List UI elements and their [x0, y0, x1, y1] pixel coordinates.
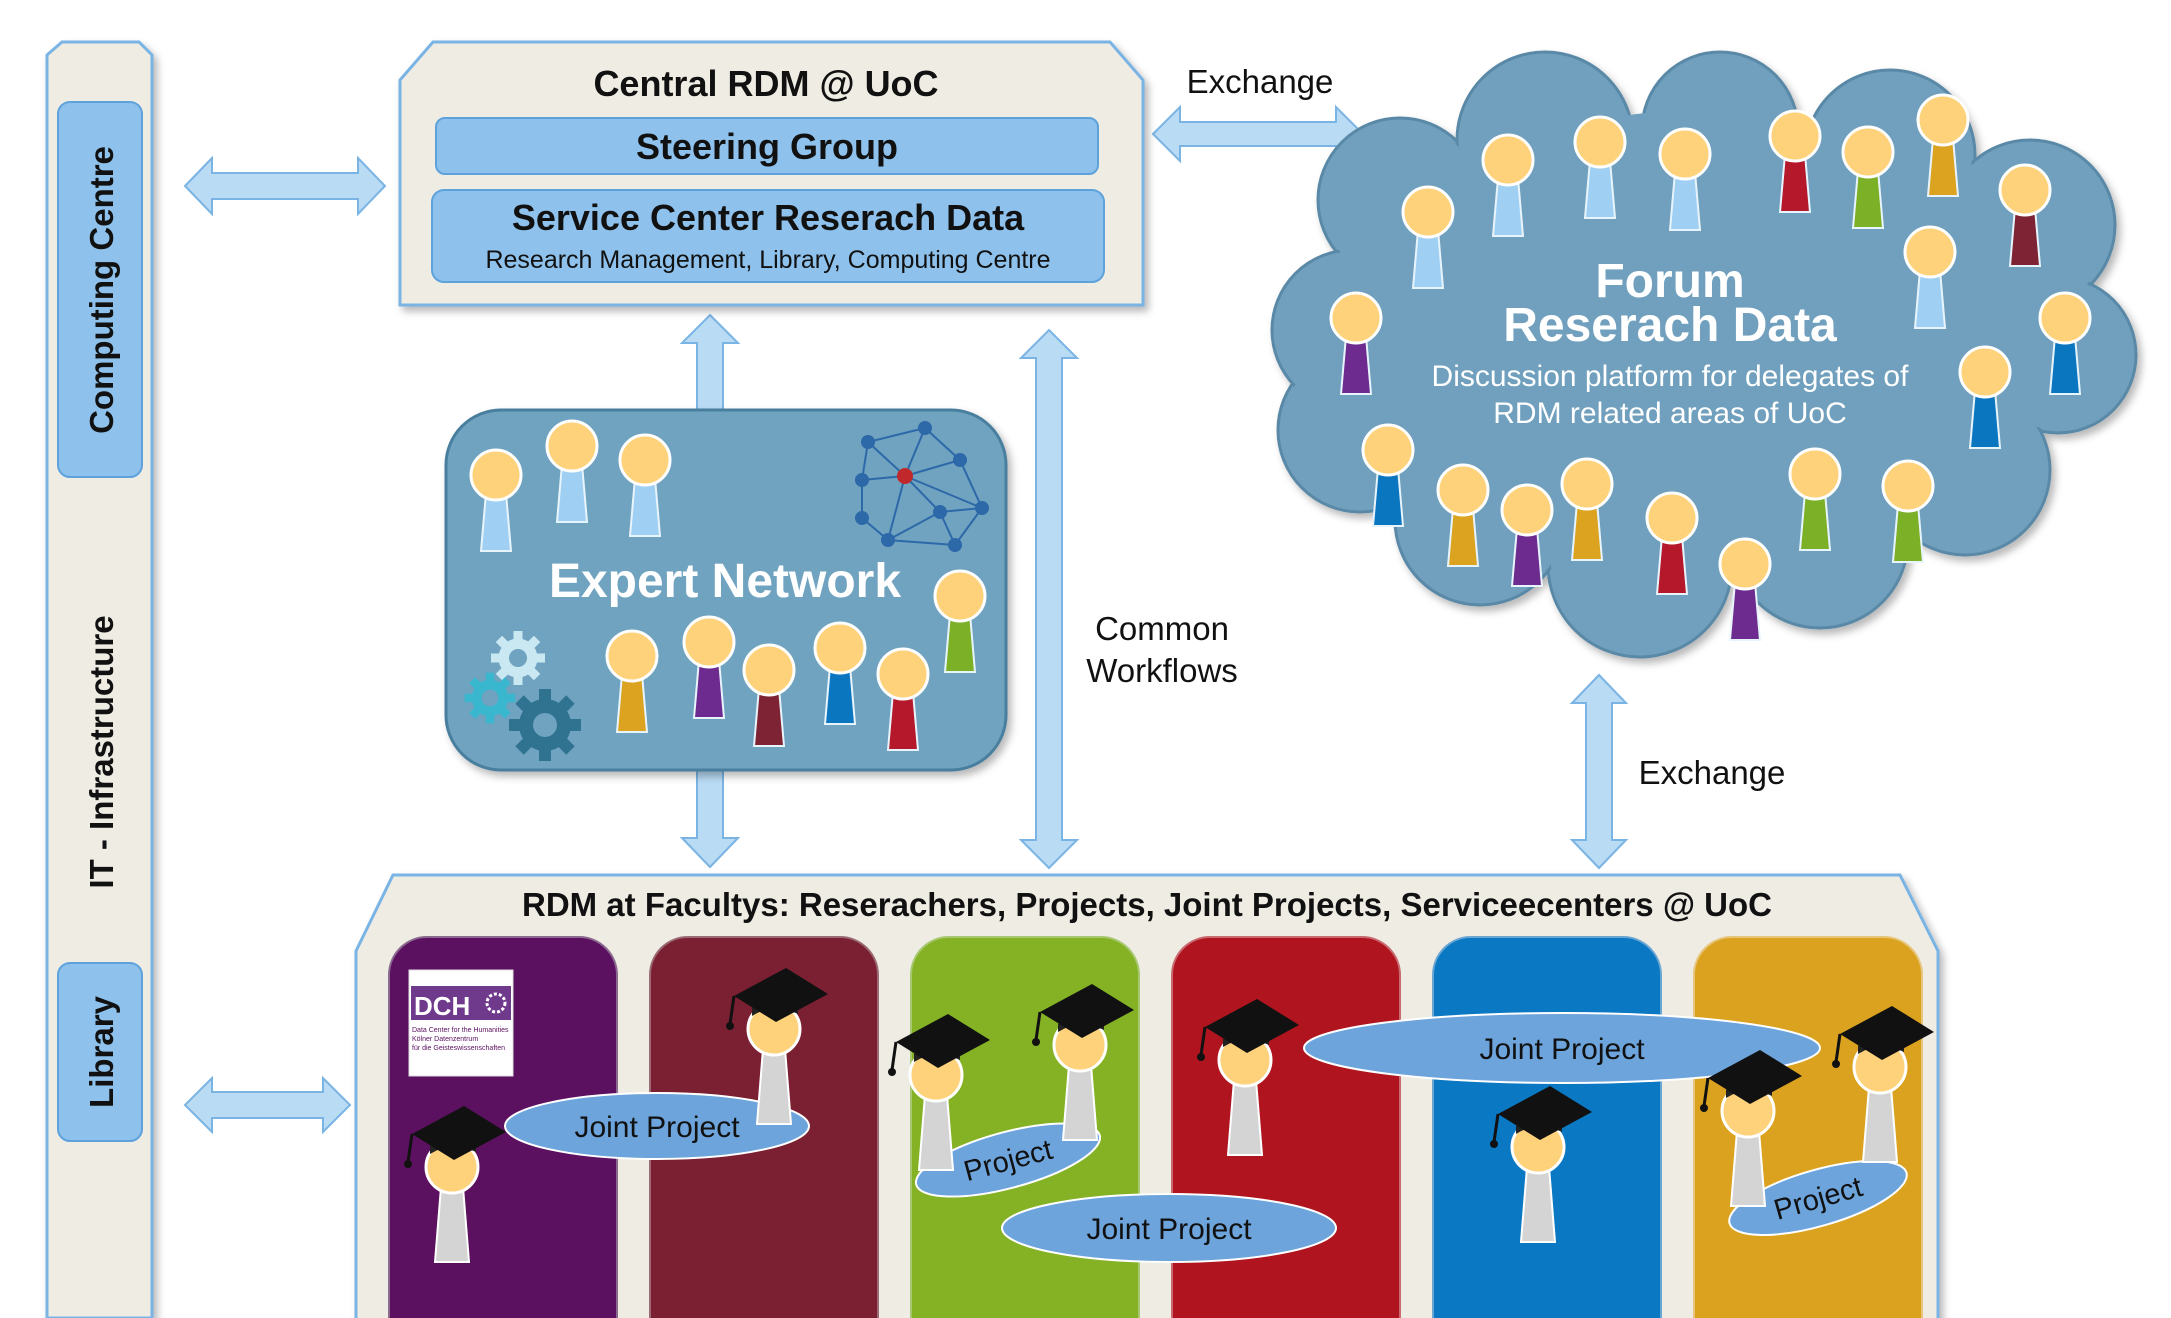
central-rdm-box: Central RDM @ UoC Steering Group Service… [398, 40, 1145, 307]
it-infrastructure-bar: Computing Centre IT - Infrastructure Lib… [45, 40, 154, 1318]
dch-logo-line3: für die Geisteswissenschaften [412, 1045, 505, 1052]
common-workflows-label-2: Workflows [1086, 652, 1238, 689]
forum-title-line1: Forum [1595, 255, 1744, 308]
computing-centre-label: Computing Centre [83, 146, 120, 434]
joint-project-2-label: Joint Project [1086, 1213, 1252, 1246]
joint-project-ellipse-3[interactable]: Joint Project [1303, 1012, 1821, 1084]
arrow-exchange-forum [1569, 673, 1629, 870]
joint-project-ellipse-1[interactable]: Joint Project [504, 1092, 810, 1160]
arrow-library-faculties [183, 1075, 352, 1135]
joint-project-ellipse-2[interactable]: Joint Project [1001, 1193, 1337, 1263]
forum-desc-line1: Discussion platform for delegates of [1432, 360, 1910, 393]
arrow-common-workflows [1018, 328, 1080, 870]
forum-desc-line2: RDM related areas of UoC [1493, 397, 1846, 430]
forum-title-line2: Reserach Data [1503, 299, 1837, 352]
it-infrastructure-label: IT - Infrastructure [83, 615, 120, 888]
steering-group-box[interactable] [435, 117, 1099, 175]
dch-logo: DCH Data Center for the Humanities Kölne… [408, 969, 514, 1077]
service-center-box[interactable] [431, 189, 1105, 283]
expert-network-box: Expert Network [444, 408, 1008, 772]
exchange-right-label: Exchange [1639, 754, 1786, 791]
library-box[interactable] [57, 962, 143, 1142]
steering-group-label: Steering Group [636, 126, 898, 167]
service-center-label: Service Center Reserach Data [512, 197, 1025, 238]
arrows [183, 104, 1629, 1135]
project-ellipse-2[interactable]: Project [1722, 1146, 1914, 1251]
arrow-computing-centre-central [183, 155, 387, 217]
joint-project-1-label: Joint Project [574, 1111, 740, 1144]
central-rdm-title: Central RDM @ UoC [593, 63, 938, 104]
computing-centre-box[interactable] [57, 101, 143, 478]
library-label: Library [83, 995, 120, 1108]
dch-logo-line1: Data Center for the Humanities [412, 1027, 509, 1034]
joint-project-3-label: Joint Project [1479, 1033, 1645, 1066]
common-workflows-label-1: Common [1095, 610, 1229, 647]
service-center-sublabel: Research Management, Library, Computing … [485, 246, 1050, 274]
faculties-title: RDM at Facultys: Reserachers, Projects, … [522, 886, 1772, 923]
dch-logo-abbr: DCH [414, 991, 470, 1021]
project-ellipse-1[interactable]: Project [909, 1108, 1107, 1211]
arrow-expert-to-faculties [679, 769, 741, 869]
exchange-top-label: Exchange [1187, 63, 1334, 100]
faculties-box: RDM at Facultys: Reserachers, Projects, … [354, 873, 1940, 1318]
dch-logo-line2: Kölner Datenzentrum [412, 1036, 478, 1043]
expert-network-title: Expert Network [549, 555, 901, 608]
arrow-expert-to-central [679, 313, 741, 413]
network-graph-icon [855, 421, 989, 552]
